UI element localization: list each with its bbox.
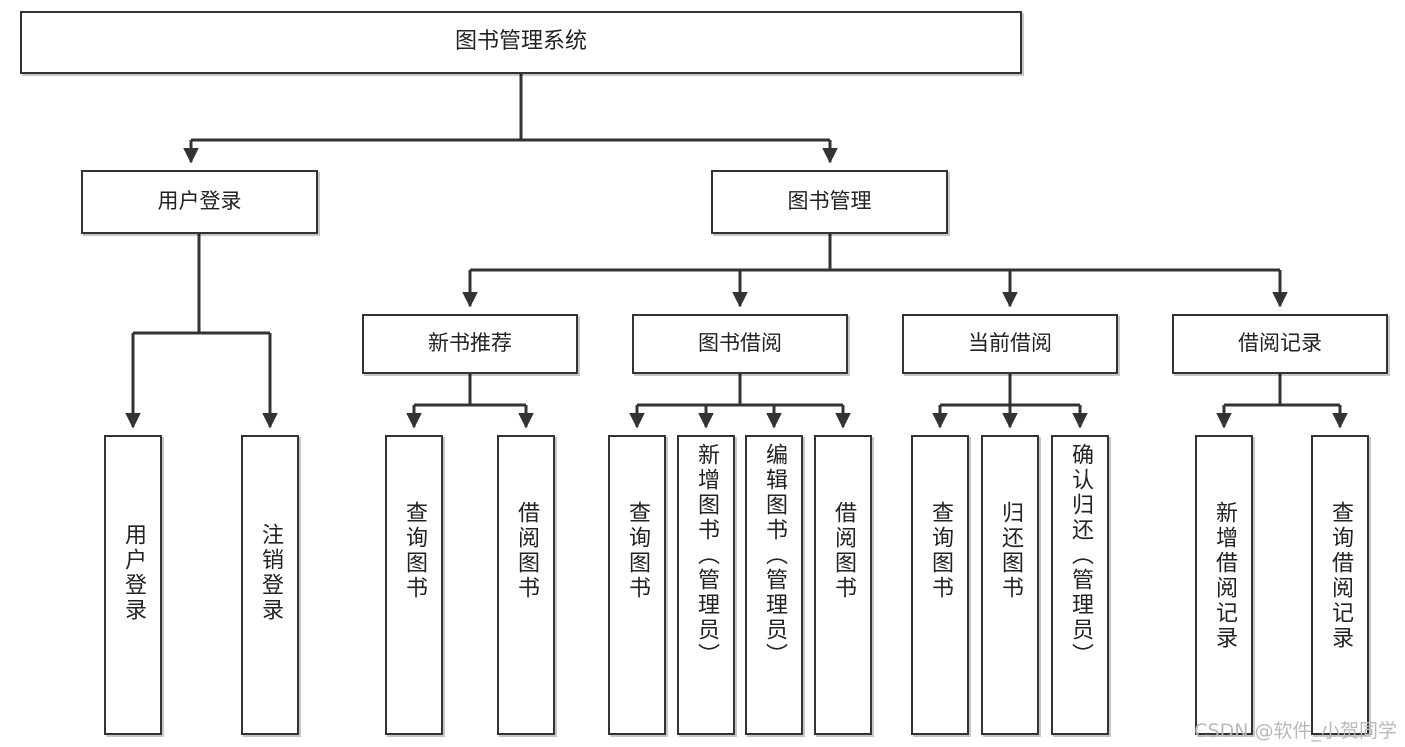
node-book-manage-label: 图书管理: [787, 189, 872, 214]
node-root[interactable]: 图书管理系统: [20, 11, 1022, 74]
node-leaf-query-book-2[interactable]: 查询图书: [608, 435, 666, 735]
node-leaf-add-book[interactable]: 新增图书（管理员）: [677, 435, 735, 735]
node-leaf-user-logout[interactable]: 注销登录: [241, 435, 299, 735]
node-new-book-rec[interactable]: 新书推荐: [362, 314, 578, 374]
node-leaf-query-book-3-label: 查询图书: [928, 501, 953, 601]
node-leaf-confirm-return-label: 确认归还（管理员）: [1068, 443, 1093, 668]
node-leaf-borrow-book-2[interactable]: 借阅图书: [814, 435, 872, 735]
node-leaf-query-record[interactable]: 查询借阅记录: [1311, 435, 1369, 735]
node-root-label: 图书管理系统: [454, 29, 587, 55]
node-leaf-edit-book-label: 编辑图书（管理员）: [762, 443, 787, 668]
node-leaf-query-book-2-label: 查询图书: [625, 501, 650, 601]
node-leaf-query-record-label: 查询借阅记录: [1328, 501, 1353, 651]
node-leaf-borrow-book-1[interactable]: 借阅图书: [497, 435, 555, 735]
node-leaf-query-book-1[interactable]: 查询图书: [385, 435, 443, 735]
node-leaf-borrow-book-2-label: 借阅图书: [831, 501, 856, 601]
node-leaf-add-record-label: 新增借阅记录: [1212, 501, 1237, 651]
node-book-borrow[interactable]: 图书借阅: [632, 314, 848, 374]
node-borrow-record[interactable]: 借阅记录: [1172, 314, 1388, 374]
node-leaf-return-book-label: 归还图书: [998, 501, 1023, 601]
node-leaf-user-login-label: 用户登录: [121, 523, 146, 623]
node-leaf-query-book-1-label: 查询图书: [402, 501, 427, 601]
node-book-manage[interactable]: 图书管理: [711, 170, 948, 234]
node-new-book-rec-label: 新书推荐: [428, 331, 512, 356]
node-leaf-confirm-return[interactable]: 确认归还（管理员）: [1051, 435, 1109, 735]
node-leaf-return-book[interactable]: 归还图书: [981, 435, 1039, 735]
node-book-borrow-label: 图书借阅: [698, 331, 782, 356]
node-user-login[interactable]: 用户登录: [81, 170, 318, 234]
node-current-borrow-label: 当前借阅: [968, 331, 1052, 356]
node-leaf-user-login[interactable]: 用户登录: [104, 435, 162, 735]
node-leaf-query-book-3[interactable]: 查询图书: [911, 435, 969, 735]
node-leaf-borrow-book-1-label: 借阅图书: [514, 501, 539, 601]
node-borrow-record-label: 借阅记录: [1238, 331, 1322, 356]
node-leaf-add-record[interactable]: 新增借阅记录: [1195, 435, 1253, 735]
node-current-borrow[interactable]: 当前借阅: [902, 314, 1118, 374]
watermark: CSDN @软件_小贺同学: [1194, 720, 1397, 742]
node-leaf-add-book-label: 新增图书（管理员）: [694, 443, 719, 668]
node-leaf-edit-book[interactable]: 编辑图书（管理员）: [745, 435, 803, 735]
node-leaf-user-logout-label: 注销登录: [258, 523, 283, 623]
node-user-login-label: 用户登录: [157, 189, 242, 214]
